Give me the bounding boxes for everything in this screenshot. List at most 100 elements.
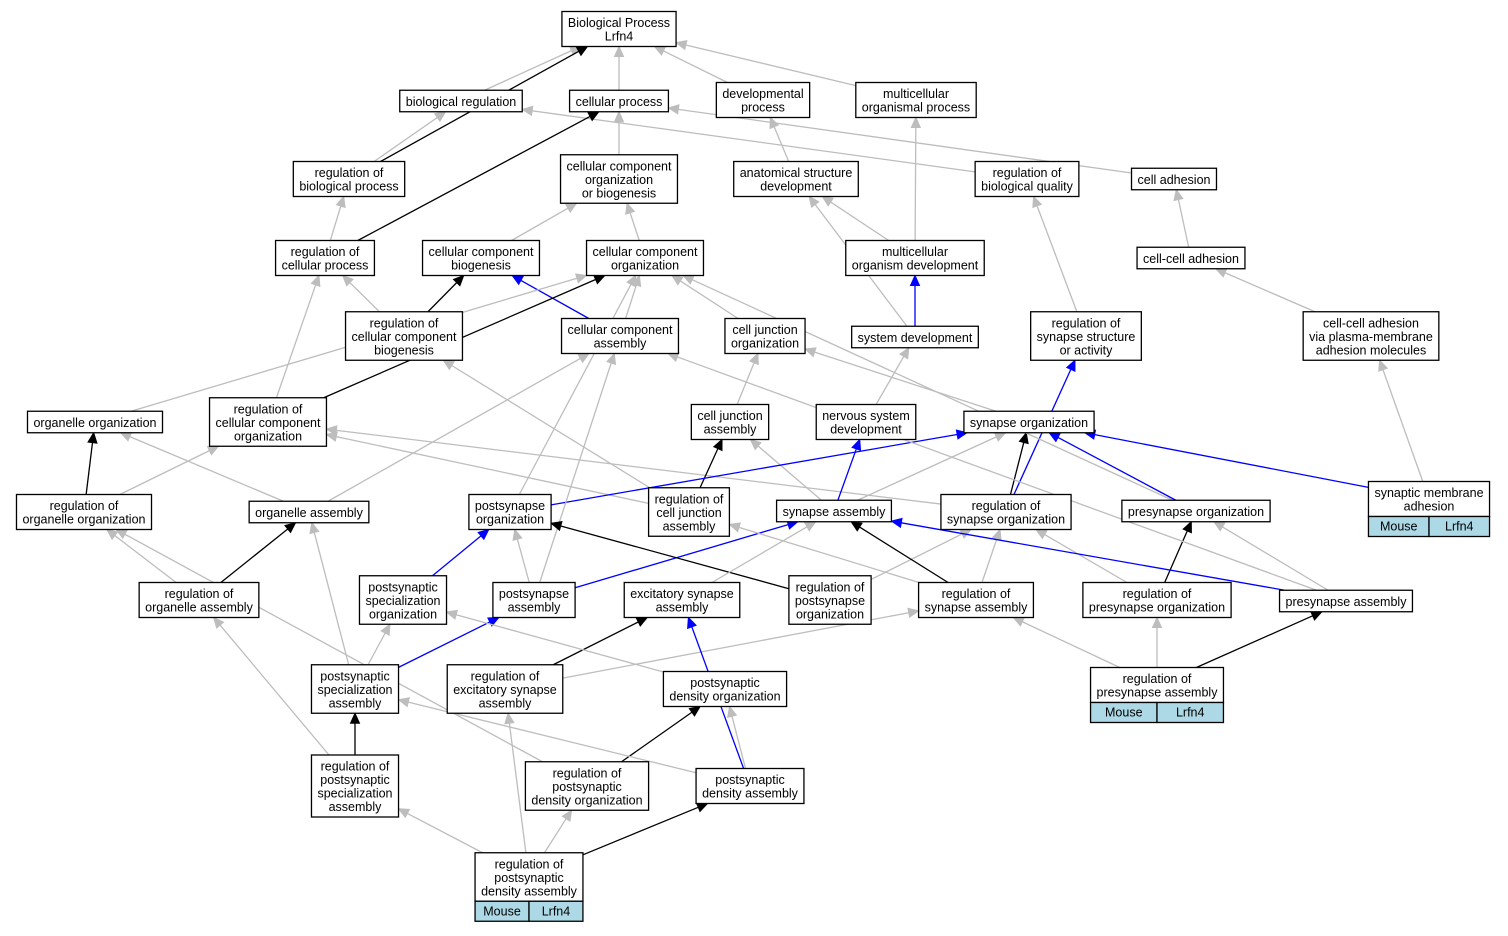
node-label: via plasma-membrane (1309, 330, 1433, 344)
edge-arrowhead (521, 105, 534, 117)
node-label: anatomical structure (740, 166, 853, 180)
edge-line (407, 812, 483, 854)
node-box (15, 493, 153, 531)
edge-arrowhead (442, 359, 455, 371)
node-label: organelle organization (22, 513, 145, 527)
node-label: specialization (317, 787, 392, 801)
edge-arrowhead (212, 616, 225, 629)
edge-is-a (504, 712, 527, 853)
edge-line (552, 621, 639, 666)
edge-line (699, 448, 719, 489)
edge-arrowhead (119, 431, 133, 442)
edge-is-a (803, 347, 997, 412)
edge-is-a (442, 359, 651, 489)
edge-arrowhead (749, 438, 762, 451)
edge-line (532, 110, 976, 173)
go-term-node-cellular-process: cellular process (568, 89, 670, 113)
edge-line (114, 535, 177, 584)
edge-line (336, 435, 649, 504)
node-label: density assembly (702, 787, 799, 801)
edge-arrowhead (993, 432, 1007, 442)
node-box (690, 403, 770, 441)
edge-arrowhead (695, 802, 709, 813)
edge-line (582, 806, 699, 856)
edge-arrowhead (1032, 195, 1043, 209)
edge-line (516, 538, 530, 583)
edge-arrowhead (325, 431, 338, 442)
node-box (788, 575, 872, 625)
edge-part-of (909, 274, 921, 327)
node-box (561, 10, 677, 48)
node-label: presynapse assembly (1097, 686, 1219, 700)
node-label: postsynapse (499, 587, 569, 601)
node-box (724, 317, 806, 355)
edge-arrowhead (769, 116, 780, 130)
node-label: Biological Process (568, 16, 670, 30)
edge-regulates (549, 521, 790, 590)
node-label: cellular component (216, 416, 321, 430)
node-label: cell junction (732, 323, 797, 337)
edge-arrowhead (115, 528, 128, 540)
edge-arrowhead (477, 528, 490, 541)
edge-regulates (1164, 520, 1192, 583)
node-label: adhesion molecules (1316, 343, 1427, 357)
node-label: organismal process (862, 101, 970, 115)
node-label: biogenesis (451, 259, 511, 273)
node-box (138, 581, 260, 619)
edge-arrowhead (284, 521, 297, 534)
edge-arrowhead (310, 274, 321, 288)
edge-line (129, 436, 284, 502)
edge-regulates (1196, 611, 1323, 669)
node-label: cell-cell adhesion (1143, 252, 1239, 266)
edge-part-of (890, 517, 1285, 591)
node-label: synapse structure (1037, 330, 1136, 344)
edge-line (1164, 530, 1188, 583)
edge-regulates (699, 438, 723, 489)
edge-line (1196, 615, 1313, 669)
edge-is-a (373, 111, 447, 163)
node-label: postsynaptic (320, 669, 389, 683)
node-label: regulation of (370, 316, 439, 330)
edge-part-of (398, 616, 500, 668)
edge-arrowhead (682, 274, 695, 285)
edge-line (663, 50, 728, 84)
edge-line (484, 50, 572, 91)
go-term-node-cell-adhesion: cell adhesion (1130, 167, 1218, 191)
edge-arrowhead (1012, 616, 1026, 627)
edge-arrowhead (890, 517, 903, 529)
node-label: cell adhesion (1138, 173, 1211, 187)
edge-line (731, 716, 747, 769)
edge-is-a (749, 438, 822, 501)
edge-arrowhead (670, 274, 684, 286)
gene-tag: Lrfn4 (542, 904, 571, 918)
edge-line (349, 282, 380, 313)
node-label: organelle organization (33, 416, 156, 430)
edge-is-a (539, 352, 617, 583)
edge-arrowhead (397, 697, 410, 708)
edge-line (508, 723, 527, 853)
edge-is-a (511, 202, 578, 242)
node-label: regulation of (165, 587, 234, 601)
node-label: regulation of (50, 499, 119, 513)
edge-arrowhead (511, 274, 524, 286)
edge-is-a (910, 116, 922, 241)
edge-line (329, 205, 342, 241)
node-label: synapse assembly (783, 505, 887, 519)
node-box (845, 239, 985, 277)
node-label: assembly (594, 337, 648, 351)
organism-tag: Mouse (1105, 706, 1143, 720)
edge-line (398, 621, 491, 668)
node-label: regulation of (315, 166, 384, 180)
go-term-node-system-development: system development (851, 325, 979, 349)
edge-line (275, 284, 317, 398)
edge-is-a (105, 528, 177, 584)
edge-is-a (857, 432, 1007, 501)
edge-is-a (821, 195, 889, 242)
edge-arrowhead (613, 45, 625, 57)
edge-is-a (115, 528, 543, 763)
